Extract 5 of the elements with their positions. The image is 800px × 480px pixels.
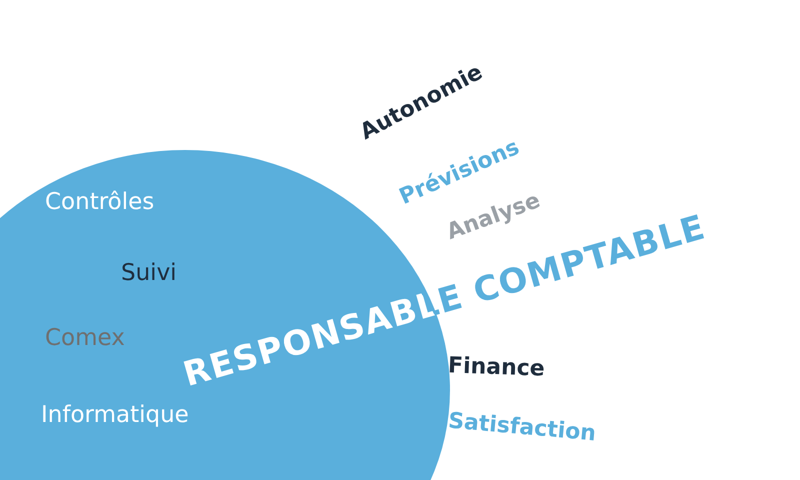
word: Satisfaction (447, 408, 597, 446)
word: Comex (45, 325, 125, 351)
word: Contrôles (45, 189, 154, 215)
word: Suivi (121, 260, 177, 286)
word: Informatique (41, 402, 189, 428)
